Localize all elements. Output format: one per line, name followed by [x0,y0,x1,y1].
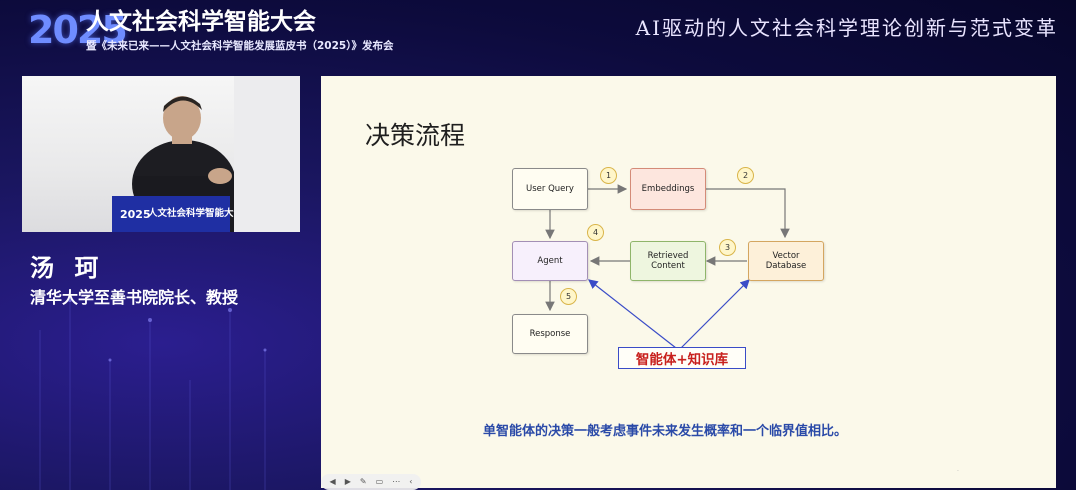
podium-year: 2025 [120,208,151,221]
speaker-role: 清华大学至善书院院长、教授 [30,288,239,307]
page-marker: · [957,468,959,475]
step-badge-2: 2 [737,167,754,184]
decision-flow-diagram [545,184,790,349]
step-badge-1: 1 [600,167,617,184]
node-response: Response [512,314,588,354]
edge-kb-agent [588,279,677,349]
presentation-slide: 决策流程 User Query Embeddings Agent Retriev… [321,76,1056,488]
slide-caption: 单智能体的决策一般考虑事件未来发生概率和一个临界值相比。 [483,424,848,439]
edge-embeddings-vector [706,188,790,239]
back-icon[interactable]: ‹ [409,477,413,486]
node-retrieved-content: Retrieved Content [630,241,706,281]
step-badge-3: 3 [719,239,736,256]
more-icon[interactable]: ⋯ [392,477,401,486]
edge-kb-vector [680,279,750,349]
node-embeddings: Embeddings [630,168,706,210]
slide-toolbar: ◀ ▶ ✎ ▭ ⋯ ‹ [321,474,421,490]
agent-knowledge-base-label: 智能体+知识库 [618,347,746,369]
slide-title: 决策流程 [365,121,466,150]
speaker-video-feed: 2025 人文社会科学智能大会 [22,76,300,232]
next-icon[interactable]: ▶ [344,477,351,486]
presenter-icon[interactable]: ▭ [375,477,384,486]
event-subtitle: 暨《未来已来——人文社会科学智能发展蓝皮书（2025）》发布会 [86,40,394,52]
podium-title: 人文社会科学智能大会 [148,207,244,219]
speaker-name: 汤 珂 [30,254,105,282]
pen-icon[interactable]: ✎ [359,477,367,486]
talk-title: AI驱动的人文社会科学理论创新与范式变革 [635,16,1058,40]
event-logo-year: 2025 [28,8,128,52]
step-badge-4: 4 [587,224,604,241]
event-title: 人文社会科学智能大会 [86,9,316,35]
node-user-query: User Query [512,168,588,210]
node-vector-database: Vector Database [748,241,824,281]
prev-icon[interactable]: ◀ [329,477,336,486]
node-agent: Agent [512,241,588,281]
speaker-photo: 2025 人文社会科学智能大会 [112,76,300,232]
step-badge-5: 5 [560,288,577,305]
